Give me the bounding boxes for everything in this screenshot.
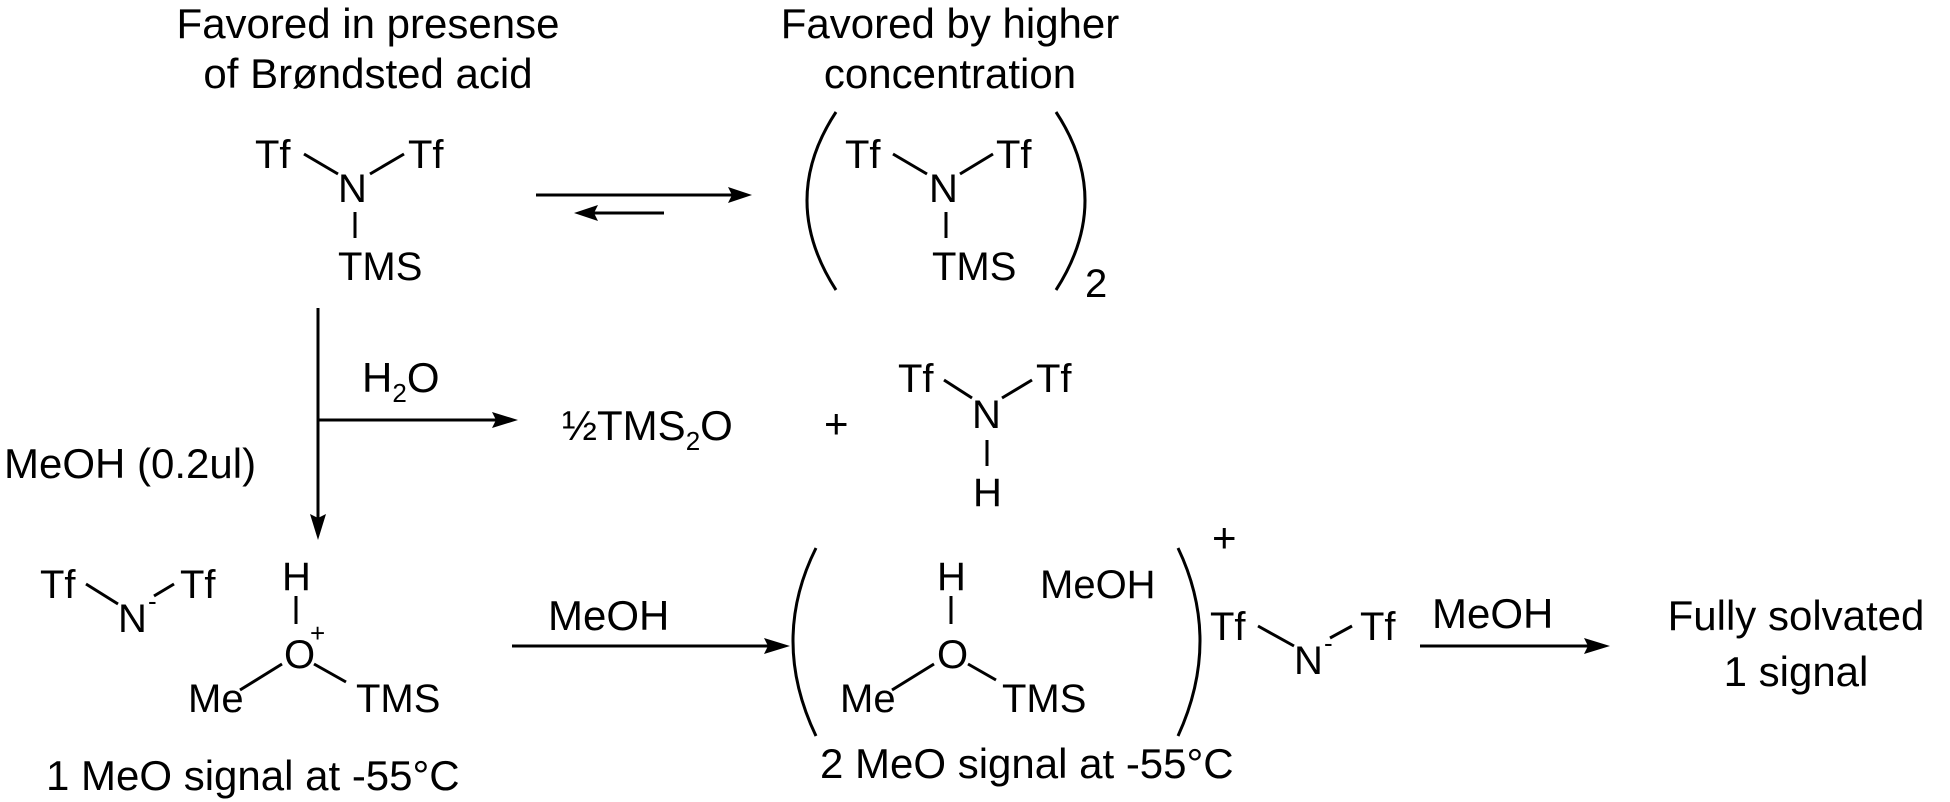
n-minus-charge: - bbox=[1324, 628, 1333, 658]
bond-line bbox=[153, 582, 175, 598]
cation-charge: + bbox=[1212, 514, 1237, 561]
tf-atom: Tf bbox=[1036, 357, 1072, 401]
fully-solvated-line2: 1 signal bbox=[1724, 648, 1869, 695]
tf-atom: Tf bbox=[408, 133, 444, 177]
o-atom: O bbox=[284, 633, 315, 677]
concentration-label-line2: concentration bbox=[824, 50, 1076, 97]
bond-line bbox=[85, 582, 119, 606]
open-bracket bbox=[791, 547, 818, 737]
me-group: Me bbox=[840, 677, 896, 721]
vertical-reaction-arrow bbox=[310, 308, 518, 540]
bond-line bbox=[967, 662, 997, 682]
tf-atom: Tf bbox=[898, 357, 934, 401]
n-atom: N bbox=[1294, 639, 1323, 683]
hntf2-molecule: Tf Tf N H bbox=[898, 357, 1072, 515]
equilibrium-arrows bbox=[536, 187, 752, 221]
tms-group: TMS bbox=[356, 677, 440, 721]
bond-line bbox=[369, 152, 405, 176]
open-bracket bbox=[805, 111, 838, 291]
o-atom: O bbox=[937, 633, 968, 677]
meoh-ligand: MeOH bbox=[1040, 563, 1156, 607]
meoh-arrow-label: MeOH bbox=[548, 592, 669, 639]
tms-group: TMS bbox=[338, 245, 422, 289]
tf-atom: Tf bbox=[40, 563, 76, 607]
tf-atom: Tf bbox=[180, 563, 216, 607]
plus-sign: + bbox=[824, 400, 849, 447]
bond-line bbox=[943, 378, 973, 400]
bond-line bbox=[892, 152, 928, 176]
bronsted-label-line2: of Brøndsted acid bbox=[203, 50, 532, 97]
h-atom: H bbox=[973, 471, 1002, 515]
tf-atom: Tf bbox=[845, 133, 881, 177]
water-label: H2O bbox=[362, 354, 439, 408]
bond-line bbox=[313, 662, 347, 684]
o-plus-charge: + bbox=[310, 618, 325, 648]
h-atom: H bbox=[282, 555, 311, 599]
n-minus-charge: - bbox=[148, 586, 157, 616]
close-bracket bbox=[1054, 111, 1087, 291]
tms-group: TMS bbox=[932, 245, 1016, 289]
dimer-subscript: 2 bbox=[1085, 262, 1107, 306]
bond-line bbox=[239, 662, 283, 692]
solvated-cation-complex: H O Me TMS MeOH bbox=[791, 547, 1202, 737]
n-atom: N bbox=[338, 167, 367, 211]
signal-label-2: 2 MeO signal at -55°C bbox=[820, 740, 1234, 787]
signal-label-1: 1 MeO signal at -55°C bbox=[46, 752, 460, 799]
tf-atom: Tf bbox=[1360, 605, 1396, 649]
n-atom: N bbox=[972, 393, 1001, 437]
reaction-arrow bbox=[1420, 638, 1610, 654]
bronsted-label-line1: Favored in presense bbox=[177, 0, 560, 47]
concentration-label-line1: Favored by higher bbox=[781, 0, 1120, 47]
meoh-arrow-label: MeOH bbox=[1432, 590, 1553, 637]
bond-line bbox=[891, 662, 935, 692]
n-atom: N bbox=[929, 167, 958, 211]
tms-group: TMS bbox=[1002, 677, 1086, 721]
fully-solvated-line1: Fully solvated bbox=[1668, 592, 1925, 639]
n-atom: N bbox=[118, 597, 147, 641]
bond-line bbox=[959, 152, 994, 176]
h-atom: H bbox=[937, 555, 966, 599]
tms-ntf2-dimer: Tf Tf N TMS 2 bbox=[805, 111, 1107, 306]
bond-line bbox=[303, 152, 339, 176]
tf-atom: Tf bbox=[1210, 605, 1246, 649]
me-group: Me bbox=[188, 677, 244, 721]
tf-atom: Tf bbox=[996, 133, 1032, 177]
ntf2-anion: Tf Tf N - bbox=[1210, 605, 1396, 683]
tms2o-product: ½TMS2O bbox=[562, 402, 733, 456]
ion-pair-1: Tf Tf N - H O + Me TMS bbox=[40, 555, 440, 721]
tms-ntf2-monomer: Tf Tf N TMS bbox=[255, 133, 444, 289]
close-bracket bbox=[1176, 547, 1202, 737]
meoh-amount-label: MeOH (0.2ul) bbox=[4, 440, 256, 487]
bond-line bbox=[1001, 378, 1033, 400]
reaction-arrow bbox=[512, 638, 790, 654]
bond-line bbox=[1257, 624, 1295, 648]
tf-atom: Tf bbox=[255, 133, 291, 177]
bond-line bbox=[1329, 624, 1353, 640]
